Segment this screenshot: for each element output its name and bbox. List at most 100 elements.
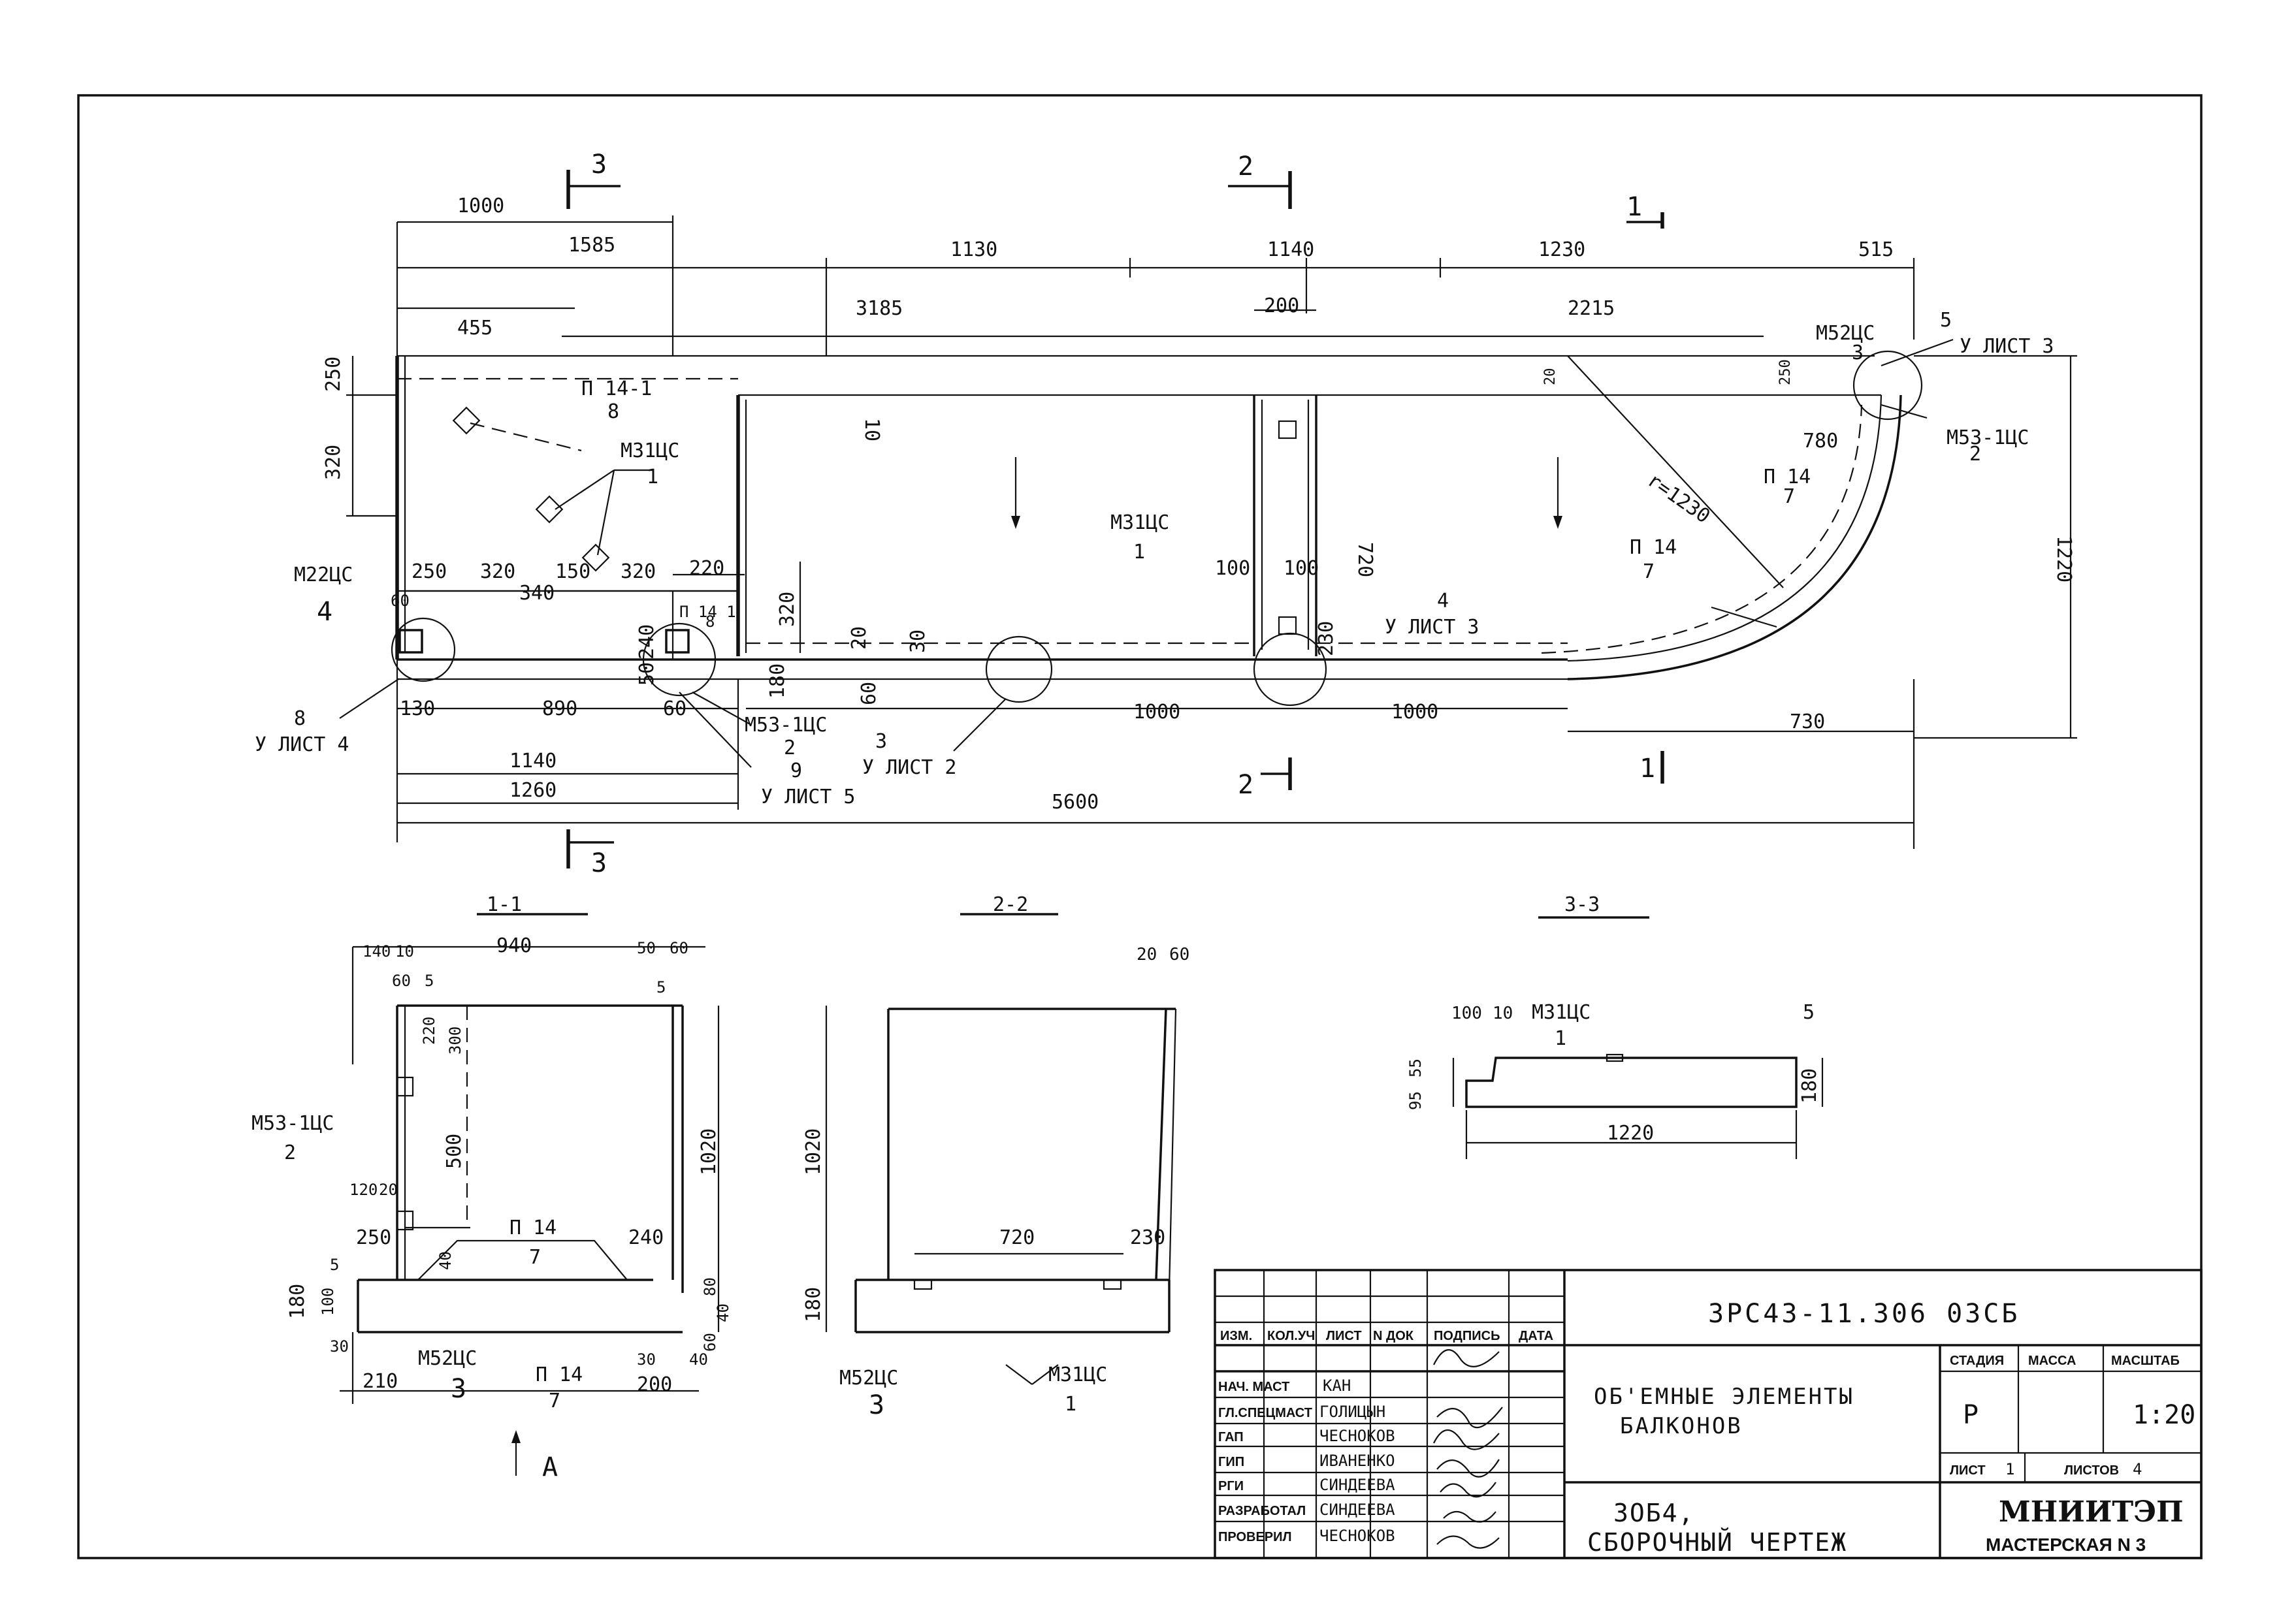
label-m52: М52ЦС bbox=[1816, 322, 1875, 345]
s33-dim-100: 100 bbox=[1451, 1004, 1482, 1023]
signature-mark bbox=[1436, 1535, 1500, 1549]
s33-dim-180: 180 bbox=[1798, 1068, 1821, 1104]
label-m52-n: 3 bbox=[1852, 342, 1864, 364]
tb-sheet-label: ЛИСТ bbox=[1950, 1463, 1986, 1478]
tb-role-0: НАЧ. МАСТ bbox=[1218, 1380, 1289, 1394]
dim-220: 220 bbox=[689, 557, 724, 580]
s33-dim-1220: 1220 bbox=[1607, 1122, 1654, 1145]
cut-2-top: 2 bbox=[1238, 151, 1253, 182]
label-p141-n: 8 bbox=[705, 613, 715, 631]
s22-dim-720: 720 bbox=[999, 1226, 1035, 1249]
dim-3185: 3185 bbox=[856, 297, 903, 320]
dim-320b: 320 bbox=[621, 560, 656, 583]
dim-720: 720 bbox=[1353, 542, 1376, 577]
s11-dim-60c: 60 bbox=[701, 1333, 719, 1352]
callout-3: 3 bbox=[875, 730, 887, 753]
tb-name-6: ЧЕСНОКОВ bbox=[1319, 1527, 1395, 1545]
tb-head-data: ДАТА bbox=[1519, 1329, 1553, 1343]
section-2-2-labels: М52ЦС 3 М31ЦС 1 bbox=[839, 1363, 1107, 1420]
s33-label-m31: М31ЦС bbox=[1532, 1001, 1591, 1024]
callout-9-ref: У ЛИСТ 5 bbox=[761, 786, 856, 808]
label-m53-a: М53-1ЦС bbox=[745, 714, 827, 737]
signature-mark bbox=[1443, 1510, 1496, 1523]
s22-label-m52: М52ЦС bbox=[839, 1367, 898, 1390]
cut-3-top: 3 bbox=[591, 150, 607, 180]
radius-label: r=1230 bbox=[1643, 469, 1714, 528]
dim-1000a: 1000 bbox=[1133, 701, 1180, 724]
signature-mark bbox=[1433, 1429, 1500, 1450]
label-m53-b: М53-1ЦС bbox=[1947, 426, 2029, 449]
tb-name-5: СИНДЕЕВА bbox=[1319, 1501, 1395, 1519]
section-1-1-labels: М53-1ЦС 2 П 14 7 М52ЦС 3 П 14 7 А bbox=[251, 1112, 583, 1482]
s11-dim-300: 300 bbox=[446, 1027, 464, 1055]
dim-top-1140: 1140 bbox=[1267, 238, 1314, 261]
s11-dim-40: 40 bbox=[436, 1251, 455, 1270]
s11-label-p14: П 14 bbox=[509, 1217, 557, 1239]
section-2-2-dims: 2-2 20 60 1020 720 230 180 bbox=[802, 893, 1189, 1322]
s11-dim-210: 210 bbox=[363, 1370, 398, 1393]
s11-dim-5b: 5 bbox=[330, 1256, 339, 1274]
s22-dim-230: 230 bbox=[1130, 1226, 1165, 1249]
dim-1140: 1140 bbox=[509, 750, 557, 772]
tb-name-4: СИНДЕЕВА bbox=[1319, 1476, 1395, 1494]
tb-role-5: РАЗРАБОТАЛ bbox=[1218, 1504, 1306, 1518]
s11-dim-20: 5 bbox=[656, 978, 666, 996]
tb-role-6: ПРОВЕРИЛ bbox=[1218, 1530, 1292, 1544]
s22-label-m31: М31ЦС bbox=[1048, 1363, 1107, 1386]
callout-5-ref: У ЛИСТ 3 bbox=[1960, 335, 2054, 358]
section-3-3 bbox=[1452, 916, 1824, 1159]
s11-dim-220: 220 bbox=[420, 1017, 438, 1045]
s33-dim-10: 10 bbox=[1493, 1004, 1513, 1023]
dim-780: 780 bbox=[1803, 430, 1838, 453]
dim-5600: 5600 bbox=[1052, 791, 1099, 814]
s11-label-m53: М53-1ЦС bbox=[251, 1112, 334, 1135]
dim-455: 455 bbox=[457, 317, 493, 340]
section-3-3-labels: М31ЦС 1 bbox=[1532, 1001, 1591, 1050]
s11-label-m52-n: 3 bbox=[451, 1374, 466, 1404]
s11-dim-180: 180 bbox=[286, 1284, 309, 1319]
s11-label-m53-n: 2 bbox=[284, 1141, 296, 1164]
dim-top-1000: 1000 bbox=[457, 195, 504, 217]
tb-sheets: 4 bbox=[2133, 1460, 2142, 1478]
s11-dim-120: 120 bbox=[349, 1181, 378, 1199]
s11-dim-500: 500 bbox=[443, 1134, 466, 1169]
plan-view bbox=[339, 170, 2077, 868]
dim-top-1130: 1130 bbox=[950, 238, 997, 261]
label-m31-a: М31ЦС bbox=[621, 439, 679, 462]
label-p14-a: П 14 bbox=[1764, 466, 1811, 488]
dim-20: 20 bbox=[848, 626, 871, 650]
s11-dim-40b: 40 bbox=[714, 1303, 732, 1322]
callout-3-ref: У ЛИСТ 2 bbox=[862, 756, 957, 779]
tb-org: МНИИТЭП bbox=[1999, 1495, 2184, 1529]
label-m31-b-n: 1 bbox=[1133, 541, 1145, 564]
s11-dim-1020: 1020 bbox=[698, 1128, 720, 1175]
tb-role-3: ГИП bbox=[1218, 1455, 1244, 1469]
tb-sheet: 1 bbox=[2005, 1460, 2014, 1478]
s11-label-p14b: П 14 bbox=[536, 1363, 583, 1386]
dim-320c: 320 bbox=[776, 592, 799, 627]
tb-head-koluch: КОЛ.УЧ bbox=[1267, 1329, 1315, 1343]
label-m22: М22ЦС bbox=[294, 564, 353, 586]
dim-60: 60 bbox=[858, 682, 880, 705]
cut-3-bottom: 3 bbox=[591, 848, 607, 878]
dim-150: 150 bbox=[555, 560, 590, 583]
label-p141: П 14 1 bbox=[679, 603, 736, 621]
tb-sheets-label: ЛИСТОВ bbox=[2064, 1463, 2119, 1478]
dim-left-320: 320 bbox=[322, 445, 345, 480]
callout-4: 4 bbox=[1437, 590, 1449, 613]
section-1-1 bbox=[340, 913, 720, 1476]
s11-label-p14-n: 7 bbox=[529, 1246, 541, 1269]
tb-doc-code: 3РС43-11.306 03СБ bbox=[1708, 1299, 2020, 1329]
s11-dim-200: 200 bbox=[637, 1373, 672, 1396]
dim-60-left: 60 bbox=[391, 592, 410, 610]
tb-scale-head: МАСШТАБ bbox=[2111, 1354, 2180, 1368]
callout-4-ref: У ЛИСТ 3 bbox=[1385, 616, 1479, 639]
dim-top-1585: 1585 bbox=[568, 234, 615, 257]
callout-5: 5 bbox=[1940, 309, 1952, 332]
label-p14-1: П 14-1 bbox=[581, 377, 652, 400]
dim-10: 10 bbox=[860, 418, 883, 441]
tb-head-list: ЛИСТ bbox=[1326, 1329, 1362, 1343]
tb-head-podpis: ПОДПИСЬ bbox=[1434, 1329, 1500, 1343]
dim-100a: 100 bbox=[1215, 557, 1250, 580]
